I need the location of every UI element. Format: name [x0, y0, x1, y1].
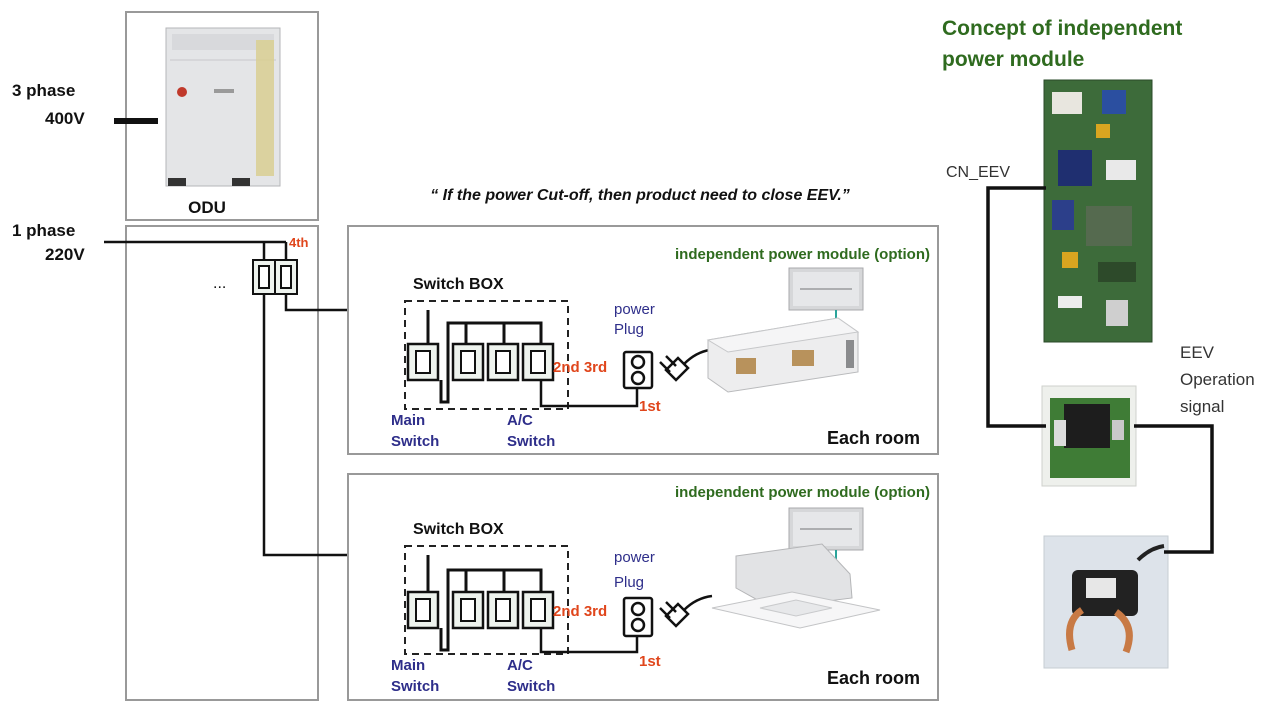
room-2-power-module-image [788, 507, 864, 570]
room-1-power-label: power [614, 301, 655, 318]
cn-eev-label: CN_EEV [946, 164, 1010, 181]
room-1-each-room-label: Each room [827, 428, 920, 448]
concept-title-line-2: power module [942, 48, 1084, 71]
room-2-module-label: independent power module (option) [675, 484, 930, 501]
eev-signal-wire [1134, 424, 1214, 554]
right-column: Concept of independent power module CN_E… [942, 17, 1255, 669]
room-2: independent power module (option) Switch… [347, 473, 939, 701]
room-2-ac-switch-label-1: A/C [507, 657, 533, 674]
room-2-each-room-label: Each room [827, 668, 920, 688]
room-1-main-switch [406, 342, 440, 382]
cn-eev-wire [986, 186, 1046, 428]
odu-unit-image [165, 27, 281, 187]
room-1-module-label: independent power module (option) [675, 246, 930, 263]
eev-driver-board-image [1041, 385, 1137, 487]
eev-signal-label-1: EEV [1180, 343, 1215, 362]
eev-valve-image [1043, 535, 1169, 669]
room-1-1st-label: 1st [639, 398, 661, 415]
room-2-switch-box [404, 545, 569, 655]
room-2-plug-wire [539, 628, 639, 654]
room-1-ducted-unit-image [706, 317, 860, 393]
room-1-switch-box [404, 300, 569, 410]
breaker-4th-label: 4th [289, 235, 309, 250]
eev-caption: “ If the power Cut-off, then product nee… [430, 187, 850, 204]
one-phase-voltage: 220V [45, 245, 85, 264]
room-1-frame [347, 225, 939, 455]
distribution-frame [125, 225, 319, 701]
room-1: independent power module (option) Switch… [347, 225, 939, 455]
room-1-switch-box-label: Switch BOX [413, 276, 504, 293]
room-2-1st-label: 1st [639, 653, 661, 670]
room-2-ac-switch-c [521, 590, 555, 630]
brand-logo [177, 87, 187, 97]
concept-title-line-1: Concept of independent [942, 17, 1182, 40]
room-2-plug-label: Plug [614, 574, 644, 591]
eev-signal-label-3: signal [1180, 397, 1224, 416]
room-1-ac-switch-label-2: Switch [507, 433, 555, 450]
room-2-power-label: power [614, 549, 655, 566]
room-2-ac-switch-b [486, 590, 520, 630]
room-2-ac-switch-a [451, 590, 485, 630]
room-2-main-switch-label-2: Switch [391, 678, 439, 695]
room-2-switch-box-label: Switch BOX [413, 521, 504, 538]
room-1-plug-wire [539, 380, 639, 408]
room-1-ac-switch-label-1: A/C [507, 412, 533, 429]
room-1-power-module-image [788, 267, 864, 332]
room-1-main-switch-label-1: Main [391, 412, 425, 429]
three-phase-supply-bar [114, 118, 158, 124]
room-1-plug-icon [659, 348, 711, 382]
room-2-main-switch [406, 590, 440, 630]
room-1-ac-switch-a [451, 342, 485, 382]
main-breaker [252, 259, 276, 295]
breaker-4th [274, 259, 298, 295]
room-2-power-outlet [622, 596, 654, 638]
one-phase-label: 1 phase [12, 221, 75, 240]
room-1-2nd-3rd-label: 2nd 3rd [553, 359, 607, 376]
eev-signal-label-2: Operation [1180, 370, 1255, 389]
three-phase-label: 3 phase [12, 81, 75, 100]
room-2-cassette-unit-image [711, 543, 881, 629]
room-1-main-switch-label-2: Switch [391, 433, 439, 450]
left-column: ODU 3 phase 400V 1 phase 220V 4th ... [12, 11, 428, 701]
odu-label: ODU [188, 198, 226, 217]
room-2-main-switch-label-1: Main [391, 657, 425, 674]
more-breakers-ellipsis: ... [213, 275, 226, 292]
three-phase-voltage: 400V [45, 109, 85, 128]
room-1-power-outlet [622, 350, 654, 390]
room-1-ac-switch-c [521, 342, 555, 382]
room-2-ac-switch-label-2: Switch [507, 678, 555, 695]
room-2-2nd-3rd-label: 2nd 3rd [553, 603, 607, 620]
pcb-board-image [1043, 79, 1153, 343]
room-2-plug-icon [659, 594, 713, 628]
room-1-plug-label: Plug [614, 321, 644, 338]
room-1-ac-switch-b [486, 342, 520, 382]
